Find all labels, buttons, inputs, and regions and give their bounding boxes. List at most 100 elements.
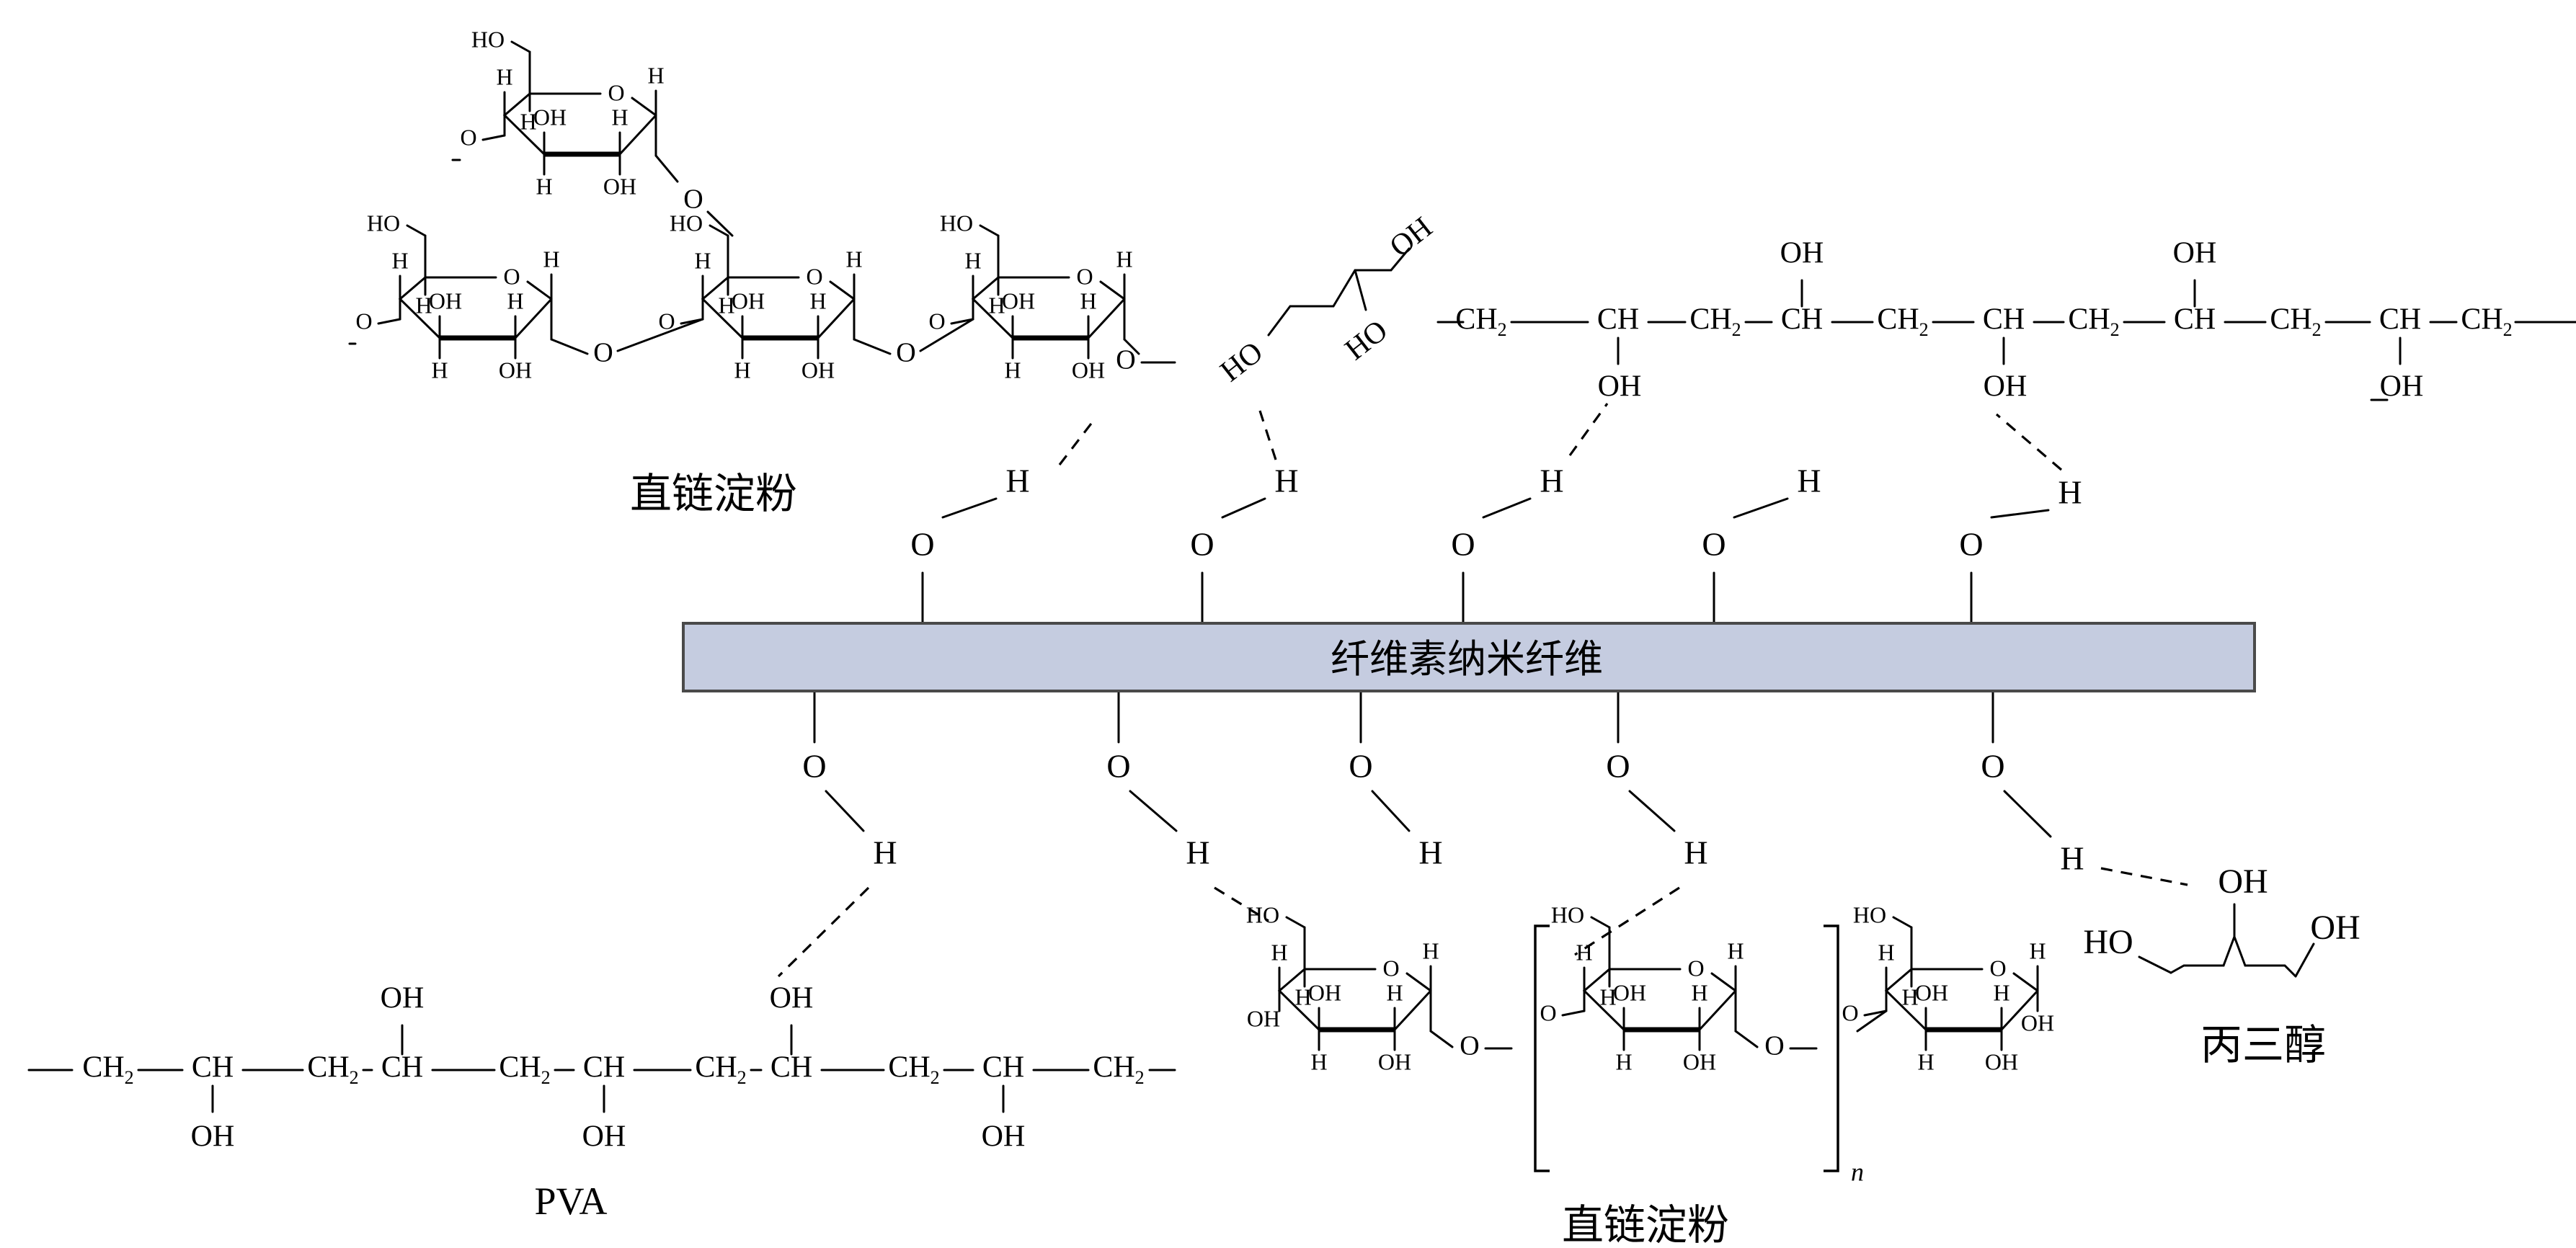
atom-oh-label: OH xyxy=(2380,370,2424,404)
bond-line xyxy=(706,210,734,237)
fiber-hydroxyl-oxygen: O xyxy=(1606,748,1630,785)
atom-h-label: H xyxy=(694,247,711,273)
atom-oh-label: OH xyxy=(2173,237,2217,270)
atom-h-label: H xyxy=(1615,1048,1632,1074)
hydrogen-bond-dash xyxy=(1058,417,1097,465)
glycosidic-oxygen-label: O xyxy=(683,184,703,215)
fiber-hydroxyl-hydrogen: H xyxy=(1186,834,1209,871)
hydrogen-bond-dash xyxy=(777,886,870,978)
repeat-bracket-left xyxy=(1534,924,1550,1172)
bond-line xyxy=(1371,790,1411,832)
atom-ch-label: CH xyxy=(1781,303,1823,336)
atom-h-label: H xyxy=(1691,979,1707,1005)
atom-oh-label: OH xyxy=(801,357,835,383)
bond-line xyxy=(1863,1009,1888,1017)
glycosidic-oxygen-label: O xyxy=(1540,999,1556,1025)
ring-oxygen-label: O xyxy=(503,263,520,289)
atom-h-label: H xyxy=(1576,939,1592,965)
ring-oxygen-label: O xyxy=(1382,955,1399,981)
repeat-bracket-right xyxy=(1824,924,1839,1172)
bond-line xyxy=(1123,338,1140,355)
atom-oh-label: OH xyxy=(1308,979,1341,1005)
glycerol-hydroxyl-label: HO xyxy=(1339,314,1394,367)
ring-bond xyxy=(1405,972,1432,992)
glycosidic-oxygen-label: O xyxy=(658,308,675,334)
fiber-hydroxyl-oxygen: O xyxy=(1702,526,1726,563)
hydroxymethyl-label: HO xyxy=(670,210,703,236)
bond-line xyxy=(919,318,974,352)
fiber-hydroxyl-oxygen: O xyxy=(1349,748,1372,785)
caption-amylose-bottom: 直链淀粉 xyxy=(1562,1202,1729,1248)
atom-h-label: H xyxy=(647,62,664,88)
atom-h-label: H xyxy=(1422,937,1439,963)
atom-h-label: H xyxy=(1310,1048,1327,1074)
atom-h-label: H xyxy=(1878,939,1894,965)
atom-h-label: H xyxy=(1993,979,2009,1005)
atom-h-label: H xyxy=(2029,937,2046,963)
atom-oh-label: OH xyxy=(1378,1048,1411,1074)
atom-h-label: H xyxy=(1599,984,1616,1009)
fiber-hydroxyl-hydrogen: H xyxy=(1005,463,1029,499)
bond-line xyxy=(481,134,506,141)
atom-ch-label: CH xyxy=(2174,303,2216,336)
bond-line xyxy=(853,338,892,355)
ring-bond xyxy=(2012,972,2039,992)
hydroxymethyl-label: HO xyxy=(471,26,505,52)
atom-oh-label: OH xyxy=(381,982,425,1015)
nanofiber-label: 纤维素纳米纤维 xyxy=(1331,638,1603,681)
atom-oh-label: OH xyxy=(770,982,814,1015)
atom-ch-label: CH xyxy=(1983,303,2025,336)
ring-oxygen-label: O xyxy=(608,79,624,105)
bond-lines xyxy=(27,40,2576,1172)
hydroxymethyl-label: HO xyxy=(367,210,400,236)
fiber-hydroxyl-hydrogen: H xyxy=(2058,474,2082,511)
atom-ch2-label: CH2 xyxy=(2068,303,2119,340)
glycerol-hydroxyl-label: OH xyxy=(2218,863,2268,901)
fiber-hydroxyl-hydrogen: H xyxy=(2060,840,2084,877)
glycosidic-oxygen-label: O xyxy=(1842,999,1858,1025)
glycosidic-oxygen-label: O xyxy=(460,124,476,150)
atom-ch2-label: CH2 xyxy=(888,1051,939,1088)
bond-line xyxy=(654,154,679,183)
nanofiber-bar xyxy=(682,622,2256,692)
fiber-hydroxyl-oxygen: O xyxy=(1959,526,1983,563)
hydrogen-bond-dash xyxy=(1574,886,1680,956)
atom-h-label: H xyxy=(1386,979,1403,1005)
hydrogen-bond-dash xyxy=(1214,886,1269,922)
atom-h-label: H xyxy=(845,246,862,272)
fiber-hydroxyl-hydrogen: H xyxy=(1274,463,1298,499)
fiber-hydroxyl-oxygen: O xyxy=(910,526,934,563)
atom-oh-label: OH xyxy=(1985,1048,2018,1074)
glycerol-hydroxyl-label: OH xyxy=(1384,211,1439,264)
repeat-subscript-n: n xyxy=(1851,1157,1864,1186)
fiber-hydroxyl-oxygen: O xyxy=(802,748,826,785)
bond-line xyxy=(979,224,1000,237)
atom-h-label: H xyxy=(507,288,523,313)
atom-oh-label: OH xyxy=(2021,1009,2054,1035)
ring-bond xyxy=(1099,280,1126,300)
bond-line xyxy=(1628,790,1676,832)
fiber-hydroxyl-hydrogen: H xyxy=(1684,834,1707,871)
atom-h-label: H xyxy=(1727,937,1744,963)
atom-oh-label: OH xyxy=(982,1120,1026,1154)
glycosidic-oxygen-label: O xyxy=(1764,1031,1784,1061)
hydroxymethyl-label: HO xyxy=(1551,901,1584,927)
bond-line xyxy=(1285,916,1306,929)
glycerol-hydroxyl-label: OH xyxy=(2310,909,2360,947)
bond-line xyxy=(1733,497,1789,519)
atom-h-label: H xyxy=(415,292,432,318)
bond-line xyxy=(1856,1009,1888,1033)
atom-h-label: H xyxy=(536,173,552,199)
atom-ch-label: CH xyxy=(2379,303,2421,336)
atom-oh-label: OH xyxy=(1613,979,1646,1005)
atom-h-label: H xyxy=(964,247,981,273)
atom-labels: OHOHHOOHHHOHHOHOHHOOHHHOHHOHOHHOOHHHOHHO… xyxy=(82,26,2512,1186)
hydrogen-bond-dash xyxy=(2100,867,2188,886)
fiber-hydroxyl-oxygen: O xyxy=(1190,526,1214,563)
ring-oxygen-label: O xyxy=(1687,955,1704,981)
glycosidic-oxygen-label: O xyxy=(355,308,372,334)
atom-h-label: H xyxy=(1271,939,1287,965)
atom-oh-label: OH xyxy=(429,288,462,313)
fiber-hydroxyl-hydrogen: H xyxy=(1418,834,1442,871)
atom-oh-label: OH xyxy=(1002,288,1035,313)
